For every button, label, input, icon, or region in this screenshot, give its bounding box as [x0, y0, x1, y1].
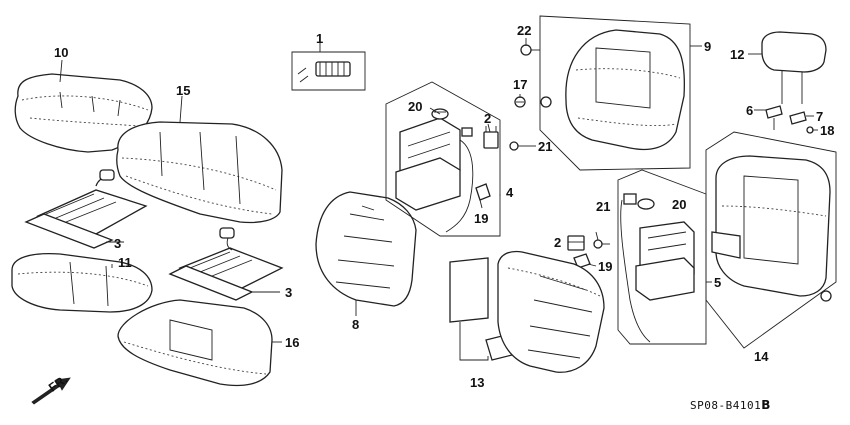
callout-2-upper: 2 [484, 111, 492, 126]
callout-4: 4 [506, 185, 514, 200]
seat-heater-pad-upper[interactable] [24, 169, 148, 249]
callout-9: 9 [704, 39, 712, 54]
callout-12: 12 [730, 47, 745, 62]
part-5-back-heater[interactable] [620, 193, 695, 343]
part-7-headrest-guide[interactable] [789, 111, 807, 125]
callout-20-lower: 20 [672, 197, 687, 212]
callout-10: 10 [54, 45, 69, 60]
part-seat-back-pad-center[interactable] [497, 250, 605, 373]
callout-17: 17 [513, 77, 528, 92]
part-20-clip-lower[interactable] [637, 198, 655, 210]
front-direction-arrow-icon [31, 377, 71, 405]
part-22-bolt[interactable] [520, 44, 540, 56]
group-9-bracket [539, 15, 691, 171]
callout-11: 11 [118, 255, 132, 270]
seat-heater-pad-lower[interactable] [168, 227, 284, 301]
part-15-seat-cushion-pad[interactable] [116, 121, 283, 224]
callout-21-upper: 21 [538, 139, 553, 154]
group-5-bracket [617, 169, 707, 345]
callout-5: 5 [714, 275, 722, 290]
callout-20-upper: 20 [408, 99, 423, 114]
part-14-seat-back-frame[interactable] [711, 155, 831, 297]
part-17-nut[interactable] [514, 96, 526, 108]
callout-8: 8 [352, 317, 360, 332]
callout-1: 1 [316, 31, 324, 46]
part-19-clip-upper[interactable] [475, 183, 491, 201]
callout-22: 22 [517, 23, 532, 38]
part-6-headrest-guide[interactable] [765, 105, 783, 130]
callout-14: 14 [754, 349, 769, 364]
callout-15: 15 [176, 83, 191, 98]
part-11-seat-cushion-lower[interactable] [11, 252, 153, 313]
callout-3-lower: 3 [285, 285, 293, 300]
part-21-bolt-lower[interactable] [593, 239, 610, 249]
diagram-code-suffix: B [761, 398, 771, 412]
callout-21-lower: 21 [596, 199, 611, 214]
callout-16: 16 [285, 335, 300, 350]
callout-7: 7 [816, 109, 824, 124]
part-4-back-heater[interactable] [395, 117, 474, 233]
diagram-code-text: SP08-B4101 [690, 399, 762, 412]
callout-2-lower: 2 [554, 235, 562, 250]
group-4-bracket [385, 81, 501, 237]
part-16-seat-cushion-pad-lower[interactable] [117, 299, 273, 387]
callout-18: 18 [820, 123, 835, 138]
callout-13: 13 [470, 375, 485, 390]
part-12-headrest[interactable] [761, 31, 827, 104]
callout-19-lower: 19 [598, 259, 613, 274]
part-2-relay-lower[interactable] [567, 235, 585, 251]
part-grommet[interactable] [540, 96, 552, 108]
callout-6: 6 [746, 103, 754, 118]
part-14-grommet[interactable] [820, 290, 832, 302]
part-9-rear-seat-back[interactable] [565, 29, 686, 151]
leader-lines [59, 38, 818, 361]
part-8-seat-back-pad[interactable] [315, 191, 417, 307]
part-2-relay-upper[interactable] [483, 126, 499, 149]
part-21-bolt-upper[interactable] [509, 141, 528, 151]
diagram-code: SP08-B4101B [690, 398, 771, 412]
callout-3-upper: 3 [114, 236, 122, 251]
part-1-clip-set[interactable] [291, 51, 366, 91]
callout-19-upper: 19 [474, 211, 489, 226]
